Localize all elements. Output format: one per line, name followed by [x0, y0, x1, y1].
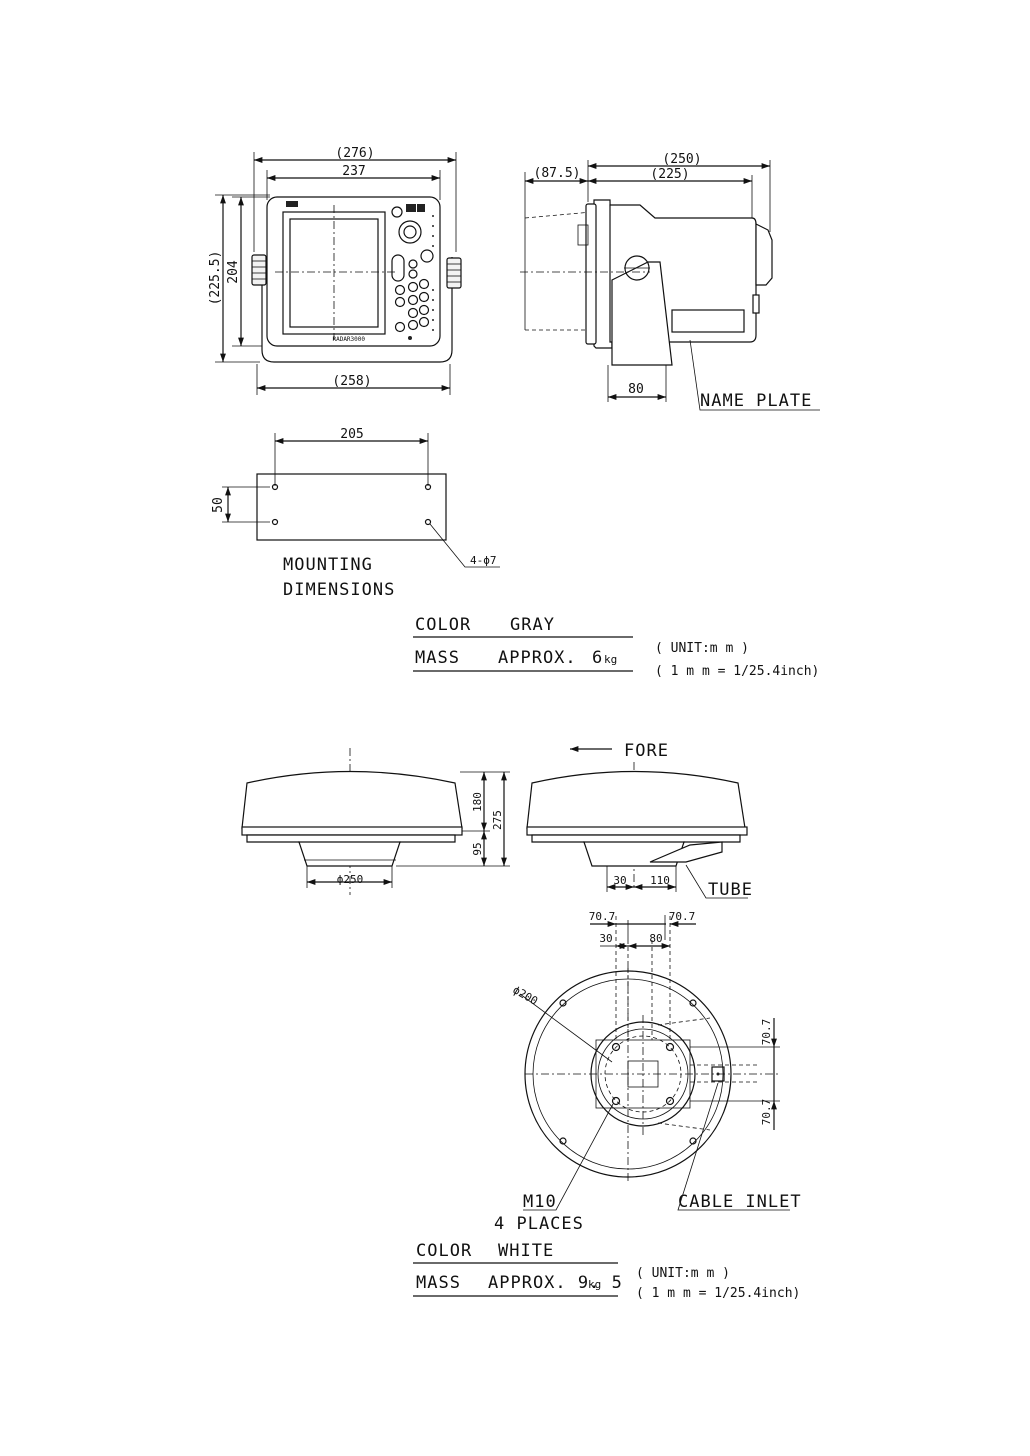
dim-250-dia: ϕ250	[337, 873, 364, 886]
dim-70-7-right: 70.7	[669, 910, 696, 923]
mounting-title-2: DIMENSIONS	[283, 580, 395, 600]
dim-87-5: (87.5)	[534, 166, 581, 181]
rotary-knob	[398, 220, 422, 244]
mounting-plate	[256, 473, 447, 541]
power-key	[391, 206, 403, 218]
dim-80: 80	[628, 382, 644, 397]
dim-70-7-lower: 70.7	[760, 1099, 773, 1126]
side-stand	[611, 261, 673, 366]
m10-label: M10	[523, 1192, 557, 1212]
display-mass-value: APPROX.	[498, 648, 577, 668]
display-unit-note-2: ( 1 m m = 1/25.4inch)	[655, 664, 819, 679]
antenna-side-view: FORE 30 110 TUBE	[526, 741, 753, 900]
left-knob	[251, 254, 267, 286]
tube-label: TUBE	[708, 880, 753, 900]
dim-225-5: (225.5)	[208, 251, 223, 306]
radome-rim-right	[526, 826, 748, 836]
radome-dome-right	[526, 770, 746, 829]
display-color-label: COLOR	[415, 615, 471, 635]
dim-250: (250)	[662, 152, 701, 167]
antenna-base-left	[298, 841, 401, 867]
dim-275: 275	[491, 810, 504, 830]
cable-inlet	[711, 1066, 725, 1082]
antenna-unit-note-2: ( 1 m m = 1/25.4inch)	[636, 1286, 800, 1301]
dim-200-dia: ϕ200	[511, 983, 540, 1008]
dim-80-plan: 80	[649, 932, 662, 945]
dim-30: 30	[613, 874, 626, 887]
antenna-spec-table: COLOR WHITE MASS APPROX. 9. 5 kg ( UNIT:…	[413, 1241, 800, 1301]
range-key	[391, 254, 405, 282]
radome-rim-left	[241, 826, 463, 836]
display-color-value: GRAY	[510, 615, 555, 635]
m10-holes	[611, 1042, 675, 1106]
antenna-color-value: WHITE	[498, 1241, 554, 1261]
dim-30-plan: 30	[599, 932, 612, 945]
dim-225: (225)	[650, 167, 689, 182]
right-knob	[446, 257, 462, 289]
mounting-template: 205 50 4-ϕ7 MOUNTING DIMENSIONS	[211, 427, 500, 600]
name-plate-label: NAME PLATE	[700, 391, 812, 411]
dim-258: (258)	[332, 374, 371, 389]
hole-callout: 4-ϕ7	[470, 554, 497, 567]
dim-204: 204	[226, 260, 241, 284]
antenna-mass-label: MASS	[416, 1273, 461, 1293]
dim-50: 50	[211, 497, 226, 513]
fore-label: FORE	[624, 741, 669, 761]
display-housing	[266, 196, 441, 347]
dim-276: (276)	[335, 146, 374, 161]
display-mass-unit: kg	[604, 653, 617, 666]
dim-110: 110	[650, 874, 670, 887]
rear-connector	[752, 294, 760, 314]
brand-logo	[286, 201, 298, 207]
display-mass-label: MASS	[415, 648, 460, 668]
antenna-mass-unit: kg	[588, 1278, 601, 1291]
dim-205: 205	[340, 427, 363, 442]
dim-180: 180	[471, 792, 484, 812]
rim-bolts	[559, 999, 697, 1145]
cable-tube	[649, 841, 723, 863]
dim-70-7-upper: 70.7	[760, 1019, 773, 1046]
display-spec-table: COLOR GRAY MASS APPROX. 6 kg ( UNIT:m m …	[413, 615, 819, 679]
screen	[289, 218, 379, 328]
antenna-unit-note-1: ( UNIT:m m )	[636, 1266, 730, 1281]
antenna-front-view: ϕ250 180 95 275	[241, 748, 510, 895]
control-panel	[391, 204, 434, 340]
antenna-plan-view: 70.7 70.7 30 80 ϕ200 70.7 70.7 M10 4 PLA…	[494, 910, 802, 1234]
mounting-title-1: MOUNTING	[283, 555, 373, 575]
antenna-color-label: COLOR	[416, 1241, 472, 1261]
display-unit-note-1: ( UNIT:m m )	[655, 641, 749, 656]
dim-95: 95	[471, 842, 484, 855]
dim-70-7-left: 70.7	[589, 910, 616, 923]
cable-inlet-label: CABLE INLET	[678, 1192, 802, 1212]
radome-dome-left	[241, 770, 463, 829]
antenna-mass-value: APPROX. 9. 5	[488, 1273, 623, 1293]
display-mass-num: 6	[592, 648, 603, 668]
m10-places: 4 PLACES	[494, 1214, 584, 1234]
name-plate	[671, 309, 745, 333]
display-side-view: (250) (87.5) (225) 80 NAME PLATE	[520, 152, 820, 411]
display-front-view: (276) 237 (225.5) 204 RADAR3000	[208, 146, 462, 395]
side-bezel	[593, 199, 613, 349]
model-label: RADAR3000	[332, 336, 365, 343]
dim-237: 237	[342, 164, 365, 179]
